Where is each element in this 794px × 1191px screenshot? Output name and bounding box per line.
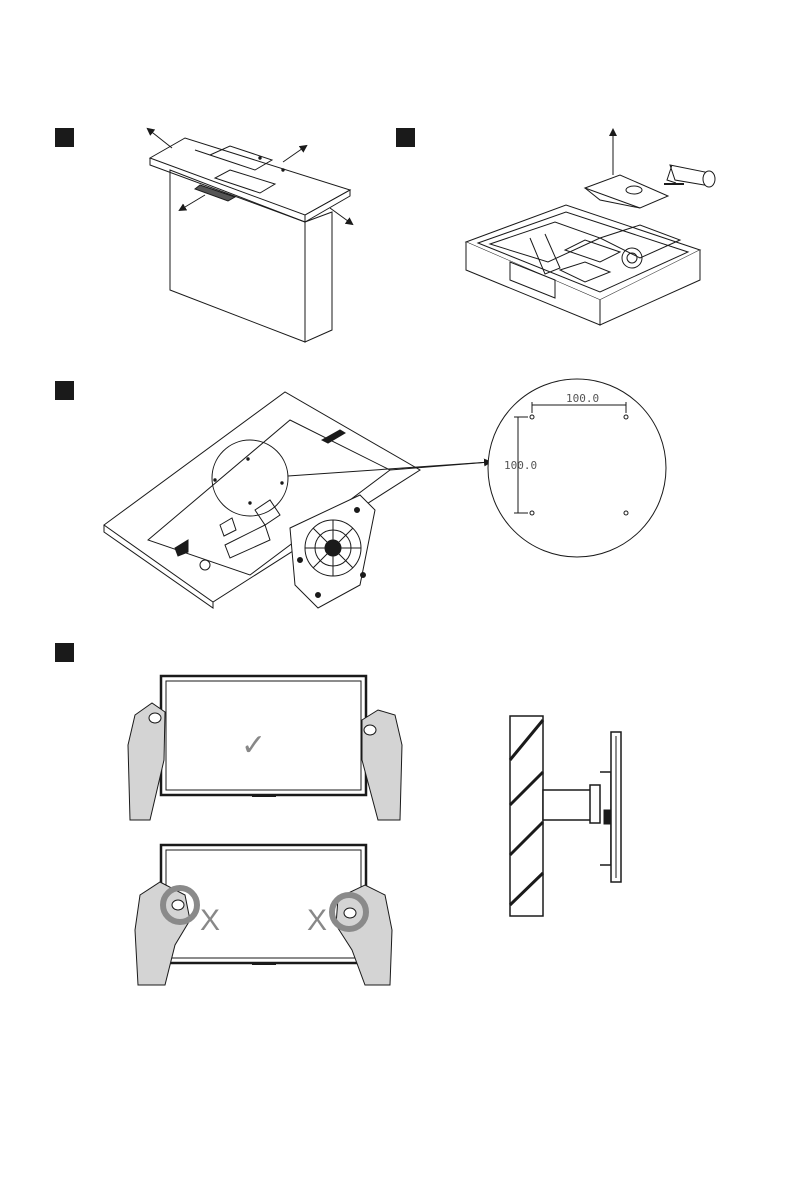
correct-handling-illustration: ✓ xyxy=(128,676,402,820)
vesa-horizontal-dimension: 100.0 xyxy=(566,392,599,405)
correct-check-mark: ✓ xyxy=(241,729,266,762)
wrong-mark-left: X xyxy=(200,904,220,937)
monitor-back-illustration xyxy=(104,392,490,608)
vesa-vertical-dimension: 100.0 xyxy=(504,459,537,472)
wall-mount-side-view xyxy=(510,716,621,916)
foam-tray-illustration xyxy=(466,130,715,325)
carton-unboxing-illustration xyxy=(148,129,352,342)
wrong-mark-right: X xyxy=(307,904,327,937)
incorrect-handling-illustration: X X xyxy=(135,845,392,985)
vesa-zoom-detail: 100.0 100.0 xyxy=(488,379,666,557)
